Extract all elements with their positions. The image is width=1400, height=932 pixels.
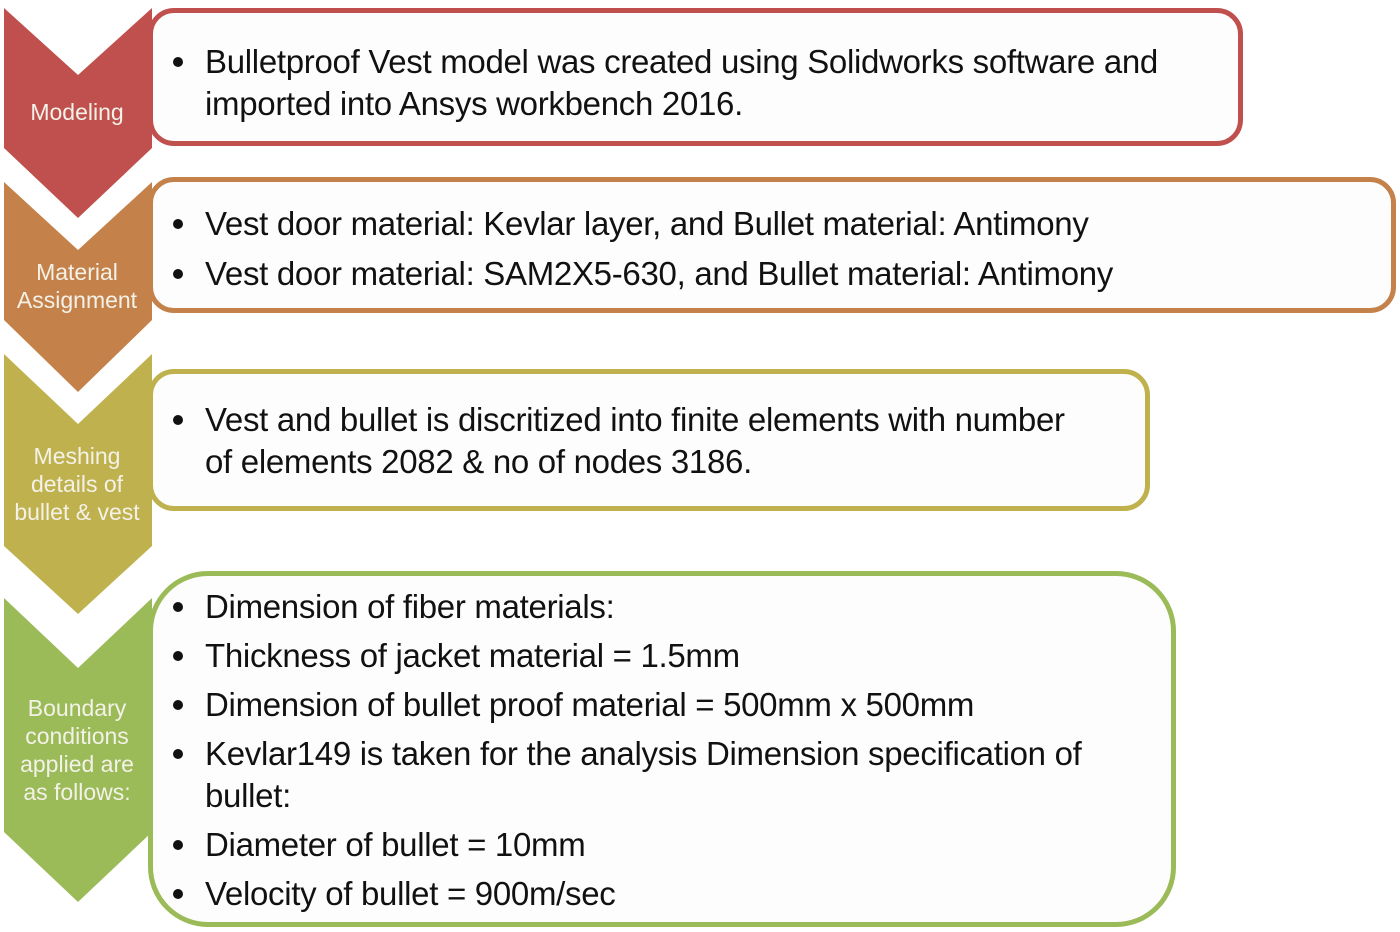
bullet-list: Vest and bullet is discritized into fini… [153, 399, 1121, 483]
list-item: Kevlar149 is taken for the analysis Dime… [153, 733, 1147, 817]
list-item: Dimension of bullet proof material = 500… [153, 684, 1147, 726]
chevron-shape-icon [4, 182, 152, 392]
bullet-icon [173, 889, 183, 899]
step-label: Boundary conditions applied are as follo… [20, 695, 134, 805]
step-meshing-chevron: Meshing details of bullet & vest [0, 350, 154, 620]
bullet-icon [173, 651, 183, 661]
step-label: Modeling [30, 99, 124, 125]
list-item: Vest and bullet is discritized into fini… [153, 399, 1121, 483]
bullet-icon [173, 57, 183, 67]
chevron-shape-icon [4, 8, 152, 218]
step-label: Material Assignment [16, 259, 138, 313]
list-item: Bulletproof Vest model was created using… [153, 41, 1214, 125]
step-label: Meshing details of bullet & vest [14, 443, 140, 525]
bullet-icon [173, 269, 183, 279]
step-meshing-box: Vest and bullet is discritized into fini… [148, 369, 1150, 511]
step-modeling-box: Bulletproof Vest model was created using… [148, 8, 1243, 146]
step-material-box: Vest door material: Kevlar layer, and Bu… [148, 177, 1396, 313]
bullet-list: Bulletproof Vest model was created using… [153, 41, 1214, 125]
bullet-icon [173, 700, 183, 710]
bullet-list: Vest door material: Kevlar layer, and Bu… [153, 203, 1367, 295]
bullet-list: Dimension of fiber materials: Thickness … [153, 586, 1147, 915]
bullet-icon [173, 749, 183, 759]
bullet-icon [173, 602, 183, 612]
step-boundary-box: Dimension of fiber materials: Thickness … [148, 571, 1176, 927]
list-item: Dimension of fiber materials: [153, 586, 1147, 628]
bullet-icon [173, 840, 183, 850]
list-item: Vest door material: Kevlar layer, and Bu… [153, 203, 1367, 245]
list-item: Vest door material: SAM2X5-630, and Bull… [153, 253, 1367, 295]
step-boundary-chevron: Boundary conditions applied are as follo… [0, 594, 154, 906]
step-modeling-chevron: Modeling [0, 0, 154, 220]
list-item: Diameter of bullet = 10mm [153, 824, 1147, 866]
list-item: Thickness of jacket material = 1.5mm [153, 635, 1147, 677]
chevron-shape-icon [4, 354, 152, 614]
bullet-icon [173, 219, 183, 229]
step-material-chevron: Material Assignment [0, 178, 154, 398]
list-item: Velocity of bullet = 900m/sec [153, 873, 1147, 915]
bullet-icon [173, 415, 183, 425]
chevron-shape-icon [4, 598, 152, 902]
